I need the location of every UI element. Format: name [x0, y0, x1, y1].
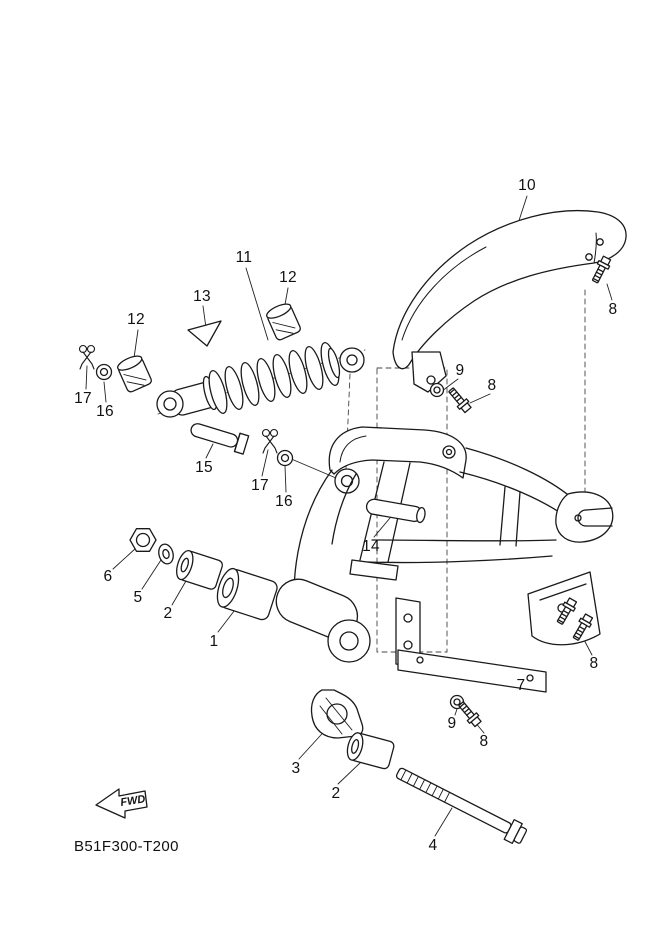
- part-label-9b: 9: [447, 715, 457, 732]
- fwd-arrow-icon: [95, 788, 148, 819]
- mount-bar: [397, 649, 547, 693]
- washer-icon: [95, 363, 113, 381]
- washer-icon: [429, 382, 445, 398]
- chain-guard: [392, 209, 627, 393]
- collar-icon: [216, 567, 278, 621]
- part-label-15: 15: [195, 459, 213, 476]
- part-label-11: 11: [235, 249, 253, 266]
- chain-damper: [310, 689, 364, 739]
- part-label-8b: 8: [608, 301, 618, 318]
- part-label-5: 5: [133, 589, 143, 606]
- bolt-icon: [190, 423, 250, 455]
- part-label-8d: 8: [479, 733, 489, 750]
- part-label-17a: 17: [74, 390, 92, 407]
- clip-icon: [261, 428, 279, 454]
- part-label-8a: 8: [487, 377, 497, 394]
- part-label-4: 4: [428, 837, 438, 854]
- part-label-12a: 12: [279, 269, 297, 286]
- bolt-icon: [455, 699, 484, 729]
- part-label-1: 1: [209, 633, 219, 650]
- part-label-6: 6: [103, 568, 113, 585]
- part-label-14: 14: [362, 538, 380, 555]
- long-bolt: [395, 767, 528, 844]
- part-label-13: 13: [193, 288, 211, 305]
- part-label-16a: 16: [96, 403, 114, 420]
- shock-absorber: [156, 342, 365, 418]
- part-label-10: 10: [518, 177, 536, 194]
- part-label-7: 7: [516, 677, 526, 694]
- leader-lines: [85, 195, 613, 837]
- washer-icon: [158, 543, 174, 565]
- swingarm: [275, 426, 614, 663]
- part-label-2b: 2: [331, 785, 341, 802]
- bushing-icon: [176, 549, 224, 590]
- part-label-3: 3: [291, 760, 301, 777]
- bushing-icon: [117, 355, 152, 393]
- part-label-16b: 16: [275, 493, 293, 510]
- washer-icon: [276, 449, 294, 467]
- fwd-label: FWD: [120, 793, 147, 809]
- part-label-2a: 2: [163, 605, 173, 622]
- bolt-icon: [445, 385, 474, 415]
- bushing-icon: [266, 303, 301, 341]
- part-label-12b: 12: [127, 311, 145, 328]
- clip-icon: [78, 344, 96, 370]
- part-label-9a: 9: [455, 362, 465, 379]
- part-label-8c: 8: [589, 655, 599, 672]
- drawing-code: B51F300-T200: [74, 838, 179, 855]
- part-label-17b: 17: [251, 477, 269, 494]
- bushing-icon: [346, 732, 395, 770]
- nut-icon: [129, 528, 157, 552]
- pointer-triangle: [187, 320, 222, 347]
- collar-icon: [365, 498, 426, 524]
